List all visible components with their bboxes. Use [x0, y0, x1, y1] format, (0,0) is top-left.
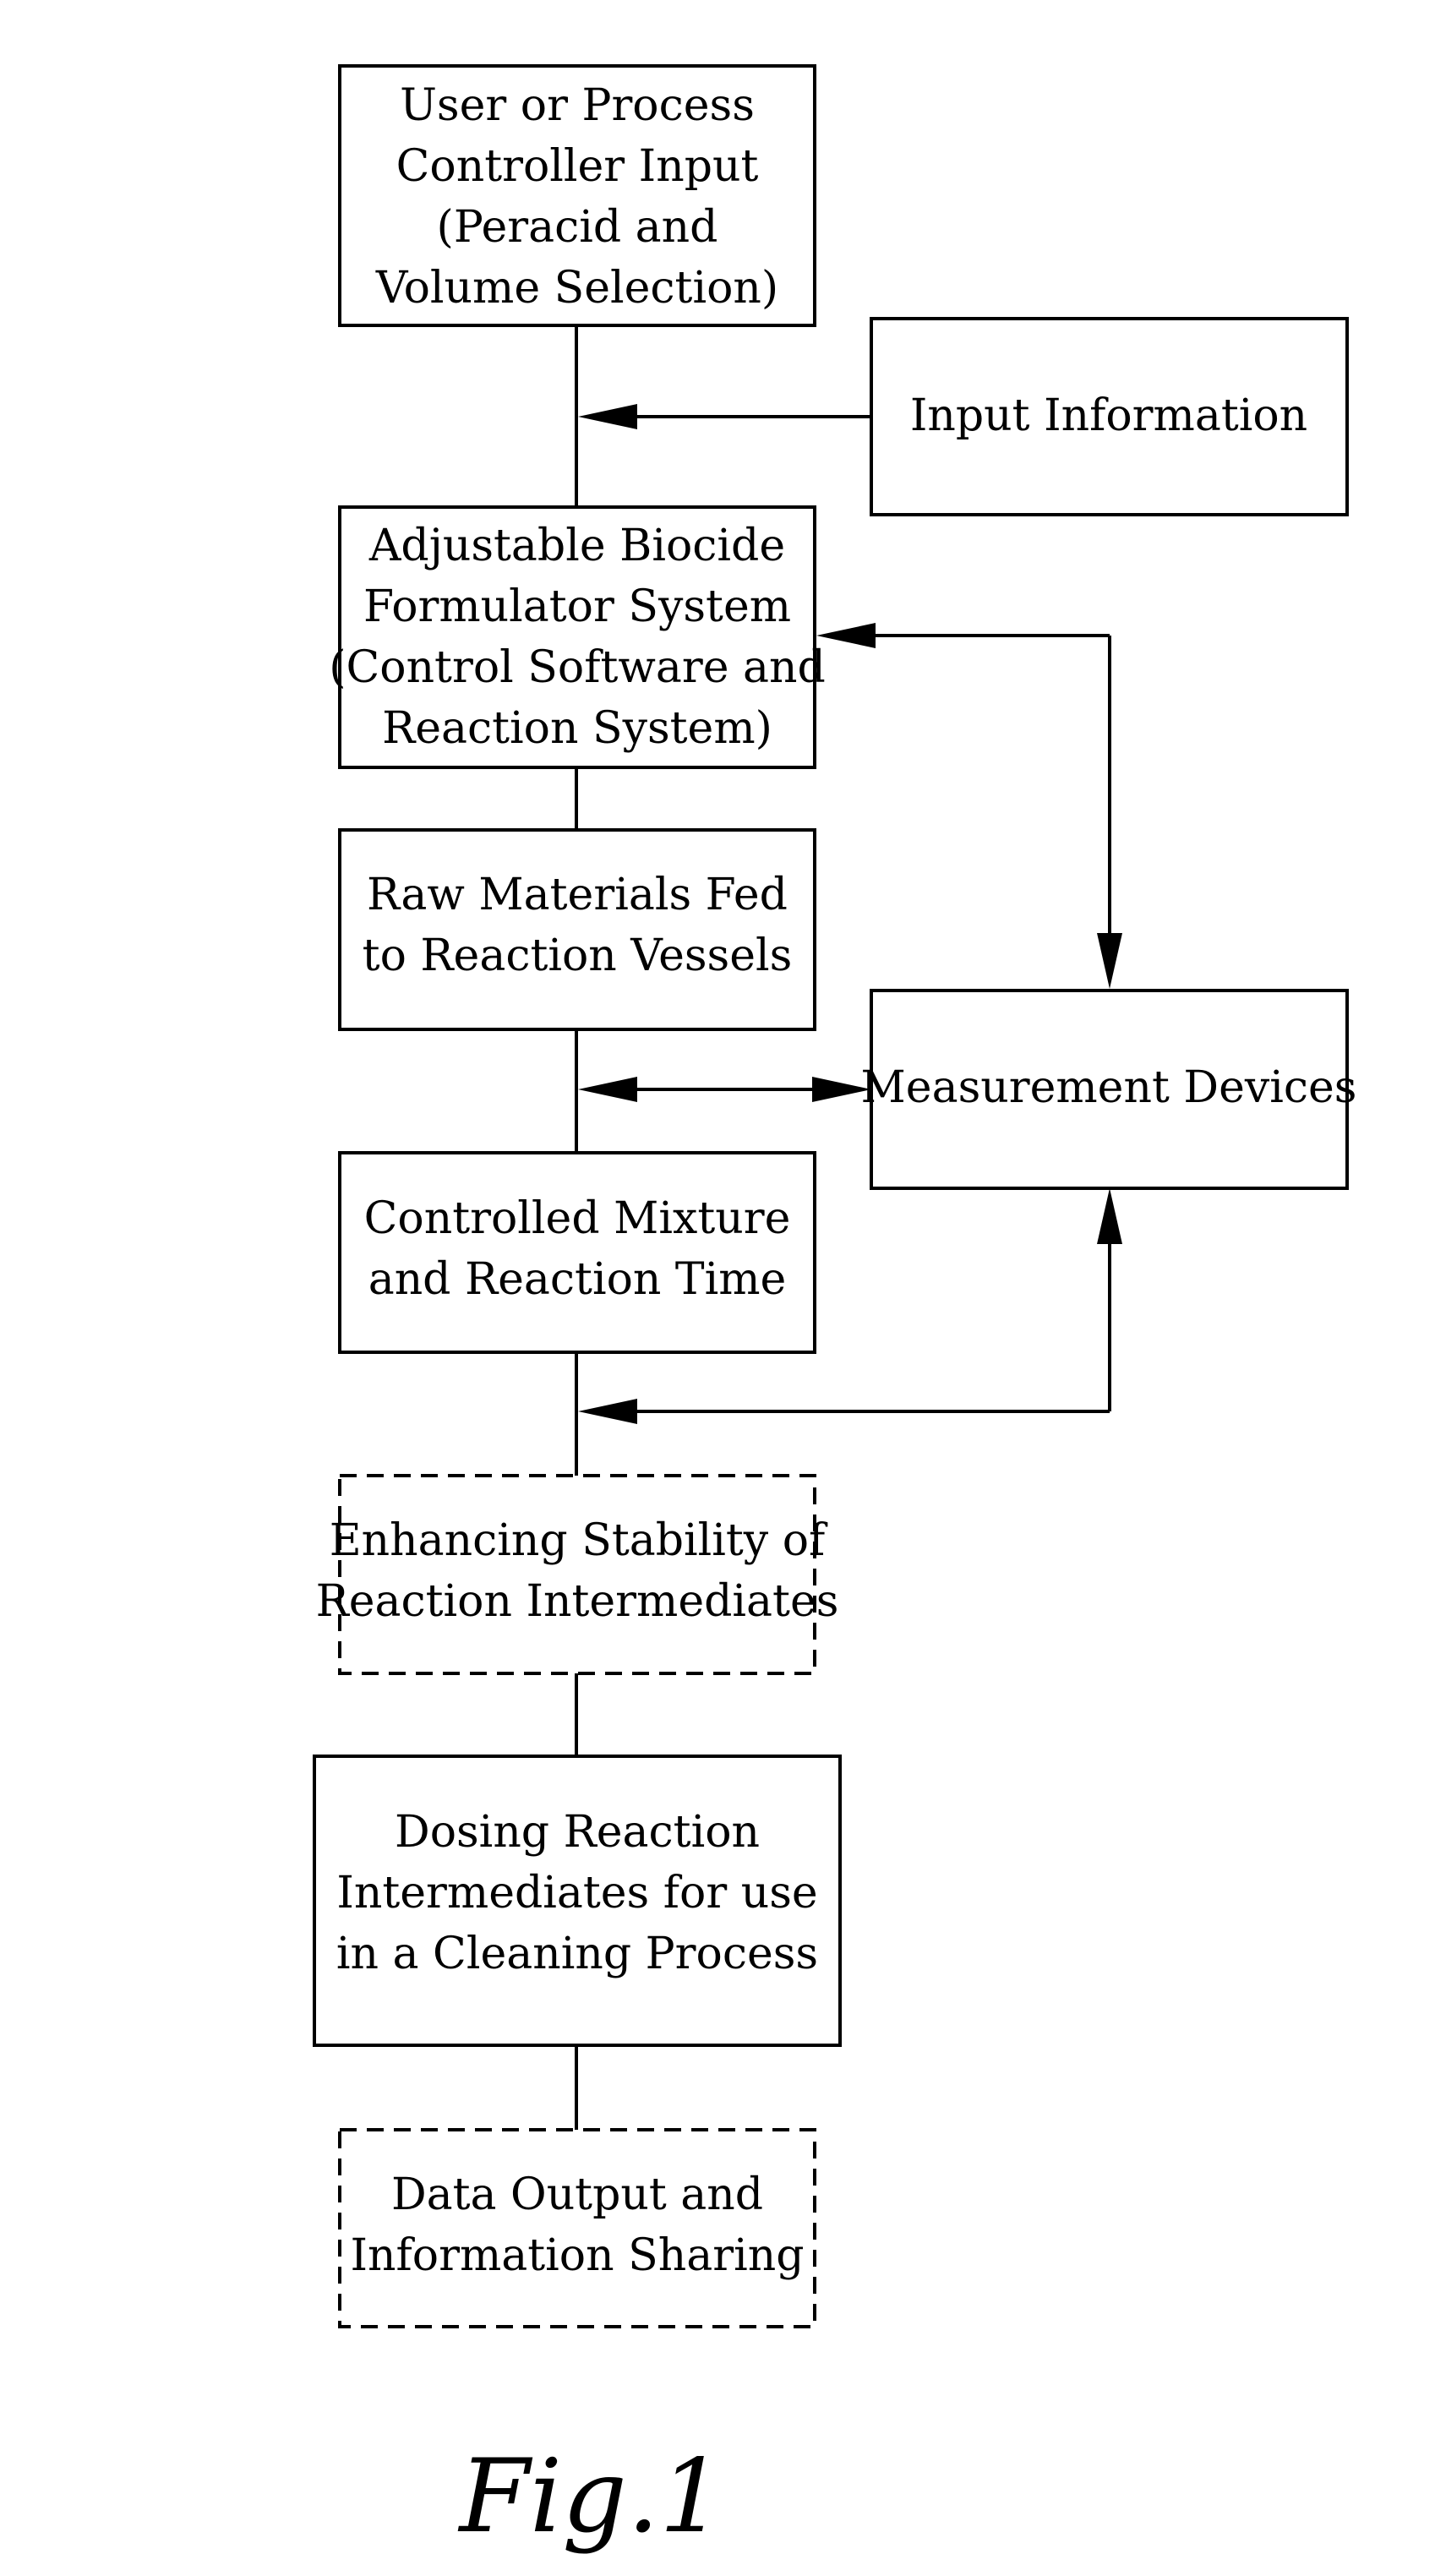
arrowhead-into-spine-middle [578, 1077, 637, 1102]
box-formulator-system-line-4: Reaction System) [382, 703, 772, 754]
box-user-input: User or Process Controller Input (Peraci… [340, 66, 815, 325]
box-dosing-line-3: in a Cleaning Process [336, 1929, 818, 1979]
box-data-output-line-1: Data Output and [391, 2169, 763, 2220]
box-dosing-line-2: Intermediates for use [336, 1868, 817, 1918]
box-enhancing-stability-line-1: Enhancing Stability of [330, 1515, 828, 1566]
box-dosing: Dosing Reaction Intermediates for use in… [314, 1756, 840, 2045]
box-dosing-line-1: Dosing Reaction [395, 1807, 760, 1858]
box-formulator-system-line-3: (Control Software and [329, 642, 826, 693]
arrowhead-into-spine-top [578, 404, 637, 429]
box-user-input-line-3: (Peracid and [437, 202, 718, 253]
box-user-input-line-2: Controller Input [396, 141, 759, 192]
box-enhancing-stability: Enhancing Stability of Reaction Intermed… [316, 1476, 839, 1673]
box-data-output: Data Output and Information Sharing [340, 2130, 815, 2327]
box-raw-materials-line-1: Raw Materials Fed [367, 870, 788, 920]
arrowhead-into-measurement-bottom [1097, 1188, 1122, 1244]
figure-caption: Fig.1 [458, 2438, 724, 2556]
arrowhead-into-spine-bottom [578, 1399, 637, 1424]
box-enhancing-stability-line-2: Reaction Intermediates [316, 1576, 839, 1627]
box-data-output-line-2: Information Sharing [351, 2230, 805, 2281]
box-formulator-system-line-2: Formulator System [363, 581, 791, 632]
box-measurement-devices: Measurement Devices [861, 991, 1357, 1188]
box-input-information-line-1: Input Information [910, 390, 1307, 441]
box-user-input-line-4: Volume Selection) [375, 263, 778, 314]
box-controlled-mixture: Controlled Mixture and Reaction Time [340, 1153, 815, 1352]
box-raw-materials: Raw Materials Fed to Reaction Vessels [340, 830, 815, 1029]
box-input-information: Input Information [871, 319, 1347, 515]
box-raw-materials-line-2: to Reaction Vessels [363, 931, 793, 981]
box-formulator-system-line-1: Adjustable Biocide [368, 521, 785, 571]
arrowhead-into-measurement-top [1097, 933, 1122, 989]
box-formulator-system: Adjustable Biocide Formulator System (Co… [329, 507, 826, 767]
box-measurement-devices-line-1: Measurement Devices [861, 1062, 1357, 1113]
box-controlled-mixture-line-1: Controlled Mixture [364, 1193, 791, 1244]
box-user-input-line-1: User or Process [400, 80, 755, 131]
box-controlled-mixture-line-2: and Reaction Time [368, 1254, 787, 1305]
